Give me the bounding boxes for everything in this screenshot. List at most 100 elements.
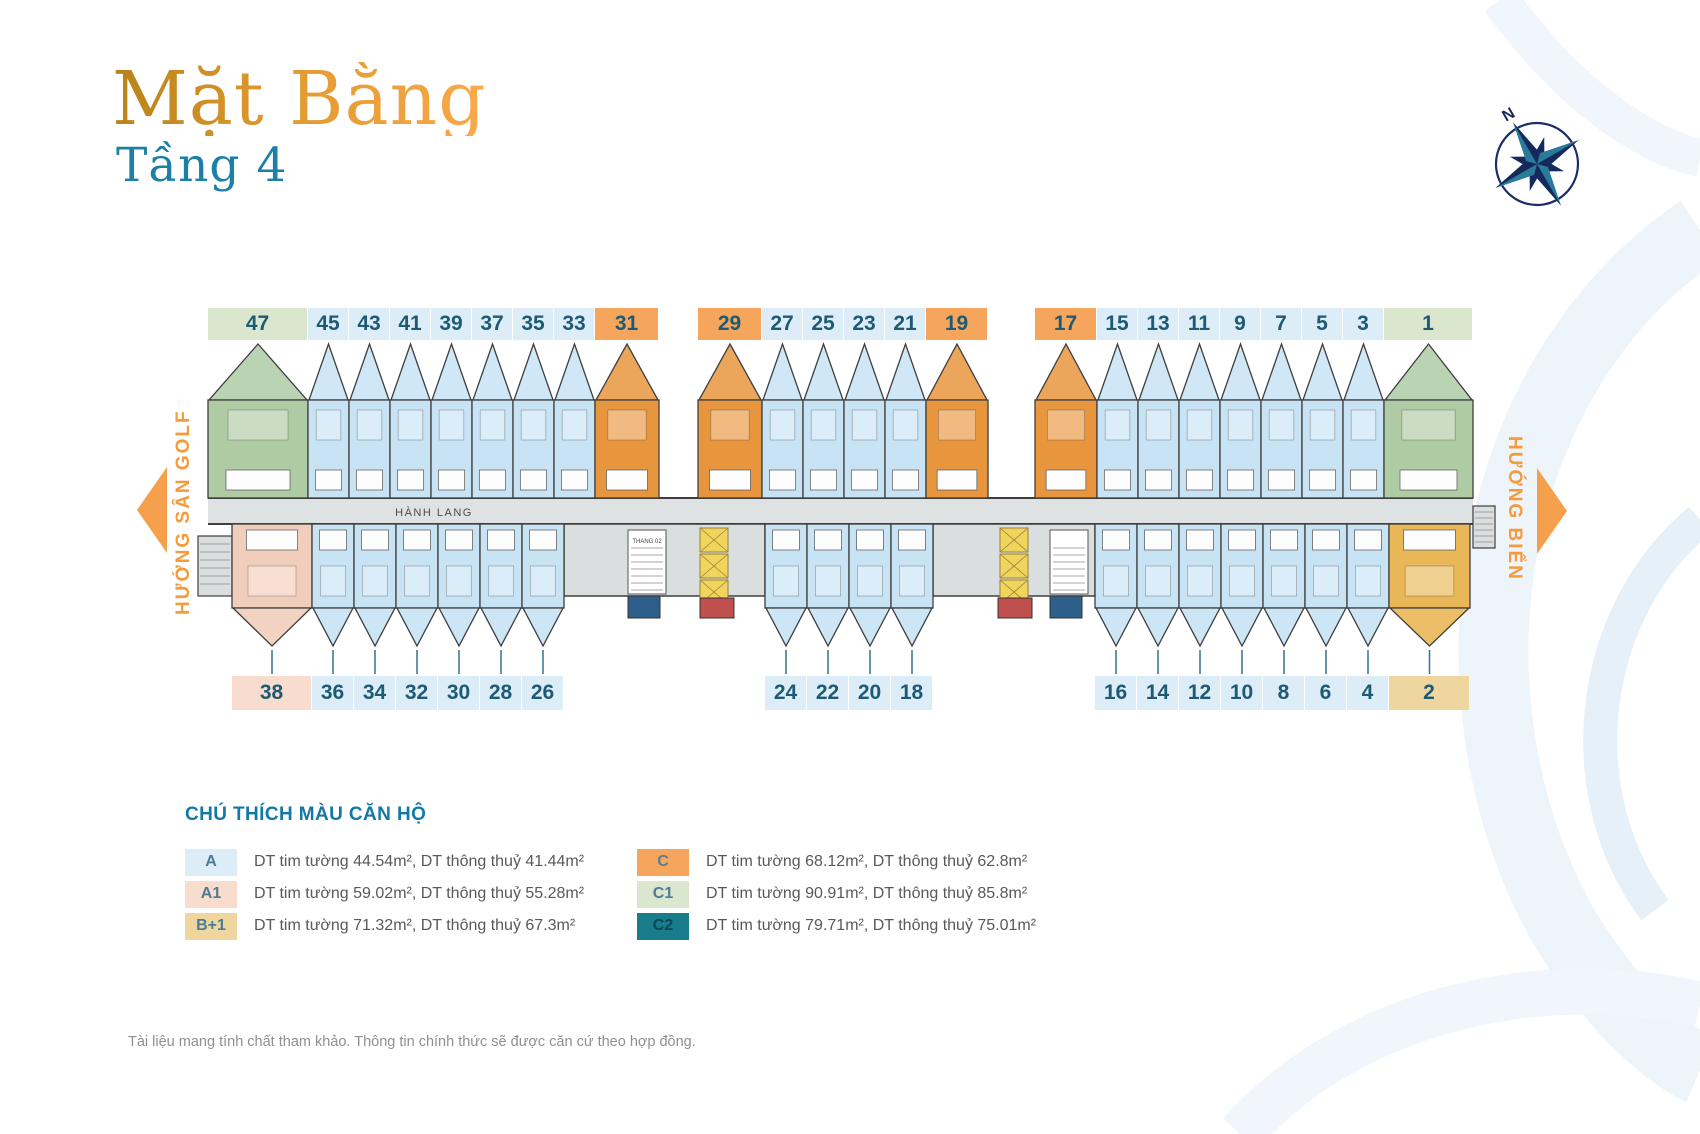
unit-box-37: 37 (472, 308, 512, 340)
unit-box-38: 38 (232, 676, 311, 710)
service-shaft (627, 595, 661, 619)
unit-47 (207, 343, 309, 499)
legend-item-a: A DT tim tường 44.54m², DT thông thuỷ 41… (185, 848, 637, 876)
legend-description-a1: DT tim tường 59.02m², DT thông thuỷ 55.2… (254, 885, 585, 902)
unit-14 (1136, 523, 1180, 674)
footer-disclaimer: Tài liệu mang tính chất tham khảo. Thông… (128, 1034, 696, 1050)
unit-22 (806, 523, 850, 674)
unit-21 (884, 342, 927, 499)
legend-swatch-c2: C2 (637, 912, 689, 940)
unit-20 (848, 523, 892, 674)
unit-box-16: 16 (1095, 676, 1136, 710)
unit-9 (1219, 342, 1262, 499)
unit-box-23: 23 (844, 308, 884, 340)
compass-north-label: N (1499, 105, 1518, 126)
unit-19 (925, 342, 989, 499)
unit-box-34: 34 (354, 676, 395, 710)
unit-box-19: 19 (926, 308, 987, 340)
legend-swatch-b1: B+1 (185, 912, 237, 940)
unit-38 (231, 523, 313, 674)
unit-box-41: 41 (390, 308, 430, 340)
unit-30 (437, 523, 481, 674)
unit-27 (761, 342, 804, 499)
unit-18 (890, 523, 934, 674)
compass-icon: N (1494, 105, 1580, 207)
corridor-label: HÀNH LANG (395, 506, 473, 519)
unit-box-4: 4 (1347, 676, 1388, 710)
legend-item-c: C DT tim tường 68.12m², DT thông thuỷ 62… (637, 848, 1089, 876)
unit-box-3: 3 (1343, 308, 1383, 340)
legend: CHÚ THÍCH MÀU CĂN HỘ A DT tim tường 44.5… (185, 804, 1185, 944)
unit-box-10: 10 (1221, 676, 1262, 710)
right-stair-block (1472, 505, 1496, 549)
direction-label-golf: HƯỚNG SÂN GOLF (173, 409, 194, 615)
unit-box-9: 9 (1220, 308, 1260, 340)
unit-15 (1096, 342, 1139, 499)
arrow-right-icon (1537, 468, 1567, 554)
unit-7 (1260, 342, 1303, 499)
unit-25 (802, 342, 845, 499)
service-room (699, 597, 735, 619)
legend-item-b1: B+1 DT tim tường 71.32m², DT thông thuỷ … (185, 912, 637, 940)
direction-label-sea: HƯỚNG BIỂN (1504, 436, 1525, 581)
corridor (208, 498, 1473, 524)
unit-24 (764, 523, 808, 674)
unit-box-8: 8 (1263, 676, 1304, 710)
left-stair-block (197, 535, 233, 597)
unit-box-13: 13 (1138, 308, 1178, 340)
unit-23 (843, 342, 886, 499)
unit-39 (430, 342, 473, 499)
legend-swatch-a: A (185, 848, 237, 876)
unit-1 (1383, 342, 1474, 499)
unit-2 (1388, 523, 1471, 674)
legend-swatch-c1: C1 (637, 880, 689, 908)
unit-box-47: 47 (208, 308, 307, 340)
unit-8 (1262, 523, 1306, 674)
service-room (997, 597, 1033, 619)
unit-box-6: 6 (1305, 676, 1346, 710)
unit-17 (1034, 342, 1098, 499)
unit-box-32: 32 (396, 676, 437, 710)
legend-swatch-a1: A1 (185, 880, 237, 908)
unit-box-31: 31 (595, 308, 658, 340)
unit-6 (1304, 523, 1348, 674)
unit-3 (1342, 342, 1385, 499)
unit-36 (311, 523, 355, 674)
unit-11 (1178, 342, 1221, 499)
arrow-left-icon (137, 467, 167, 553)
unit-box-27: 27 (762, 308, 802, 340)
unit-box-25: 25 (803, 308, 843, 340)
unit-33 (553, 342, 596, 499)
unit-box-18: 18 (891, 676, 932, 710)
unit-box-43: 43 (349, 308, 389, 340)
unit-45 (307, 342, 350, 499)
unit-29 (697, 342, 763, 499)
unit-box-45: 45 (308, 308, 348, 340)
legend-item-c2: C2 DT tim tường 79.71m², DT thông thuỷ 7… (637, 912, 1089, 940)
unit-28 (479, 523, 523, 674)
unit-box-12: 12 (1179, 676, 1220, 710)
unit-32 (395, 523, 439, 674)
legend-description-c2: DT tim tường 79.71m², DT thông thuỷ 75.0… (706, 917, 1037, 934)
legend-description-c: DT tim tường 68.12m², DT thông thuỷ 62.8… (706, 853, 1028, 870)
unit-37 (471, 342, 514, 499)
legend-item-a1: A1 DT tim tường 59.02m², DT thông thuỷ 5… (185, 880, 637, 908)
unit-43 (348, 342, 391, 499)
unit-box-24: 24 (765, 676, 806, 710)
unit-41 (389, 342, 432, 499)
unit-box-29: 29 (698, 308, 761, 340)
unit-box-26: 26 (522, 676, 563, 710)
unit-box-20: 20 (849, 676, 890, 710)
unit-13 (1137, 342, 1180, 499)
unit-box-5: 5 (1302, 308, 1342, 340)
unit-4 (1346, 523, 1390, 674)
unit-box-35: 35 (513, 308, 553, 340)
service-shaft (1049, 595, 1083, 619)
unit-box-39: 39 (431, 308, 471, 340)
unit-box-17: 17 (1035, 308, 1096, 340)
unit-5 (1301, 342, 1344, 499)
page-subtitle: Tầng 4 (116, 138, 288, 193)
page-title: Mặt Bằng (112, 56, 487, 142)
